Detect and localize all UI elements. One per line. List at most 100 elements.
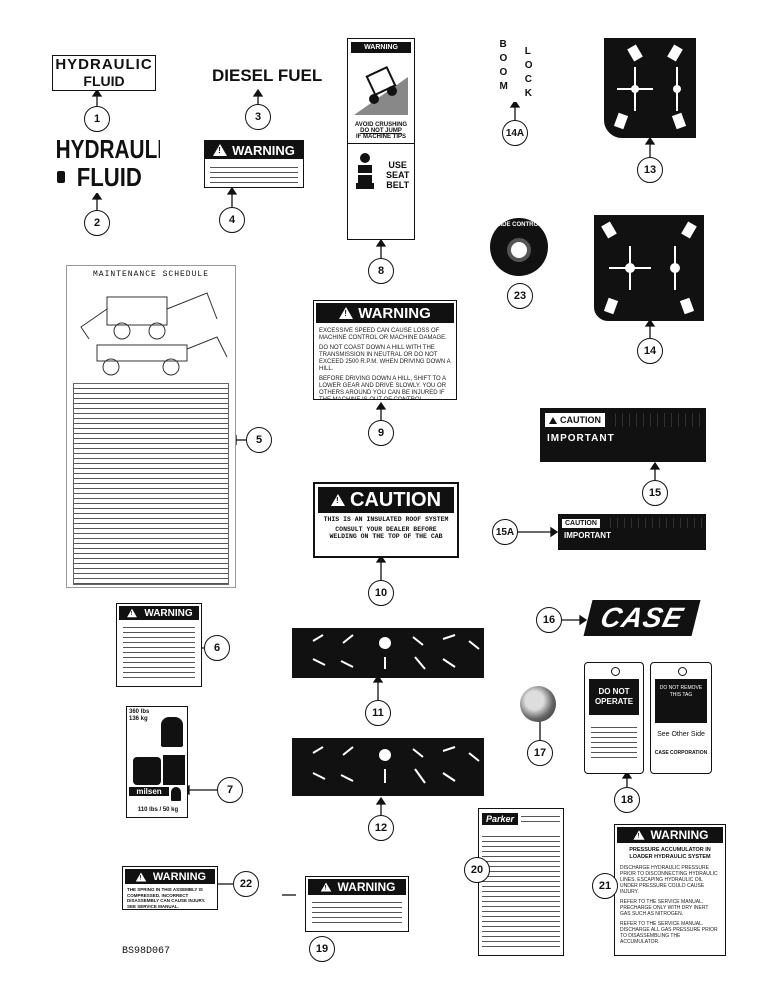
warning-decal-4: WARNING (204, 140, 304, 188)
parker-accumulator-decal: Parker (478, 808, 564, 956)
boom-letter: O (499, 53, 508, 64)
accumulator-p1: DISCHARGE HYDRAULIC PRESSURE PRIOR TO DI… (620, 865, 718, 895)
lock-letter: K (524, 88, 532, 99)
accumulator-heading: PRESSURE ACCUMULATOR IN LOADER HYDRAULIC… (629, 847, 711, 860)
callout-15: 15 (642, 480, 668, 506)
seat-weight-bottom: 110 lbs / 50 kg (137, 807, 179, 813)
callout-18: 18 (614, 787, 640, 813)
control-strip-decal-11 (292, 628, 484, 678)
spring-warning-line1: THE SPRING IN THIS ASSEMBLY IS COMPRESSE… (127, 887, 206, 903)
boom-letter: O (499, 67, 508, 78)
control-strip-decal-12 (292, 738, 484, 796)
callout-13: 13 (637, 157, 663, 183)
warning-triangle-icon (127, 608, 138, 618)
tipping-machine-icon (354, 65, 408, 115)
maintenance-schedule-decal: MAINTENANCE SCHEDULE (66, 265, 236, 588)
crush-line3: IF MACHINE TIPS (348, 134, 414, 144)
accumulator-p2: REFER TO THE SERVICE MANUAL. PRECHARGE O… (620, 899, 709, 917)
seated-operator-icon (355, 153, 374, 189)
speed-warning-p2: DO NOT COAST DOWN A HILL WITH THE TRANSM… (319, 345, 451, 372)
callout-19: 19 (309, 936, 335, 962)
hydraulic-fluid-line2: FLUID (83, 73, 125, 89)
maintenance-table (73, 383, 229, 585)
caution-badge: CAUTION (562, 518, 600, 528)
caution-badge: CAUTION (545, 413, 605, 427)
accumulator-p3: REFER TO THE SERVICE MANUAL. DISCHARGE A… (620, 921, 718, 945)
warning-bar: WARNING (351, 42, 411, 53)
do-not-operate-tag: DO NOT OPERATE (584, 662, 644, 774)
speed-warning-decal: WARNING EXCESSIVE SPEED CAN CAUSE LOSS O… (313, 300, 457, 400)
backhoe-loader-diagram (80, 292, 228, 376)
control-pattern-decal-14 (594, 215, 704, 321)
caution-triangle-icon (330, 494, 345, 506)
callout-9: 9 (368, 420, 394, 446)
tag-fill-in-lines (591, 723, 637, 759)
caution-row: CAUTION (541, 409, 705, 431)
lock-column: L O C K (525, 38, 533, 102)
warning-word: WARNING (358, 304, 431, 322)
roof-caution-line2: CONSULT YOUR DEALER BEFORE (335, 526, 437, 533)
person-icon (171, 787, 181, 801)
hydraulic-fluid-large-row: FLUID (44, 163, 160, 191)
use-label: USE (388, 160, 407, 170)
tag-back-line1: DO NOT REMOVE (659, 685, 703, 691)
control-knob-part (520, 686, 556, 722)
case-logo-text: CASE (597, 602, 687, 633)
callout-2: 2 (84, 210, 110, 236)
roof-caution-decal: CAUTION THIS IS AN INSULATED ROOF SYSTEM… (313, 482, 459, 558)
callout-14: 14 (637, 338, 663, 364)
caution-important-decal-15: CAUTION IMPORTANT (540, 408, 706, 462)
caution-triangle-icon (549, 416, 557, 424)
do-not-operate-line1: DO NOT (598, 687, 630, 696)
warning-bar: WARNING (308, 879, 406, 895)
callout-12: 12 (368, 815, 394, 841)
tag-back-see: See Other Side (657, 731, 705, 738)
oil-can-icon (56, 171, 65, 183)
hydraulic-fluid-large-line1: HYDRAULIC (55, 135, 160, 164)
accumulator-warning-decal: WARNING PRESSURE ACCUMULATOR IN LOADER H… (614, 824, 726, 956)
control-symbols-icon (312, 634, 480, 670)
callout-7: 7 (217, 777, 243, 803)
tag-back: DO NOT REMOVE THIS TAG See Other Side CA… (650, 662, 712, 774)
roof-caution-line1: THIS IS AN INSULATED ROOF SYSTEM (323, 516, 449, 523)
callout-17: 17 (527, 740, 553, 766)
parker-header: Parker (479, 809, 563, 829)
control-pattern-arrows-icon (613, 44, 687, 130)
callout-5: 5 (246, 427, 272, 453)
tag-hole (678, 667, 687, 676)
warning-word: WARNING (144, 607, 193, 619)
ride-control-dial-icon (507, 238, 531, 262)
callout-6: 6 (204, 635, 230, 661)
callout-16: 16 (536, 607, 562, 633)
belt-label: BELT (386, 180, 410, 190)
boom-lock-decal: B O O M L O C K (491, 38, 541, 102)
seat-weight-top2: 136 kg (129, 716, 148, 722)
caution-bar: CAUTION (318, 487, 454, 513)
tag-back-line2: THIS TAG (669, 692, 693, 698)
important-word: IMPORTANT (547, 433, 615, 444)
warning-triangle-icon (213, 144, 228, 156)
fine-print (609, 413, 701, 427)
warning-bar: WARNING (119, 606, 199, 620)
fine-print (521, 812, 560, 826)
callout-21: 21 (592, 873, 618, 899)
seat-weight-top1: 360 lbs (129, 709, 150, 715)
roof-caution-line3: WELDING ON THE TOP OF THE CAB (329, 533, 443, 540)
control-pattern-arrows-icon (601, 221, 697, 315)
diesel-fuel-decal: DIESEL FUEL (212, 66, 323, 85)
fine-print (603, 518, 702, 528)
tag-hole (611, 667, 620, 676)
fine-print (482, 832, 560, 950)
callout-14a: 14A (502, 120, 528, 146)
hydraulic-fluid-large-line2: FLUID (76, 162, 142, 192)
callout-11: 11 (365, 700, 391, 726)
boom-letter: B (499, 39, 507, 50)
warning-decal-19: WARNING (305, 876, 409, 932)
important-word: IMPORTANT (564, 531, 611, 540)
warning-decal-6: WARNING (116, 603, 202, 687)
hydraulic-fluid-decal-small: HYDRAULIC FLUID (52, 55, 156, 91)
operator-figure-icon (161, 717, 183, 747)
seat-icon (133, 757, 161, 785)
boom-column: B O O M (499, 38, 507, 102)
warning-triangle-icon (320, 882, 331, 892)
